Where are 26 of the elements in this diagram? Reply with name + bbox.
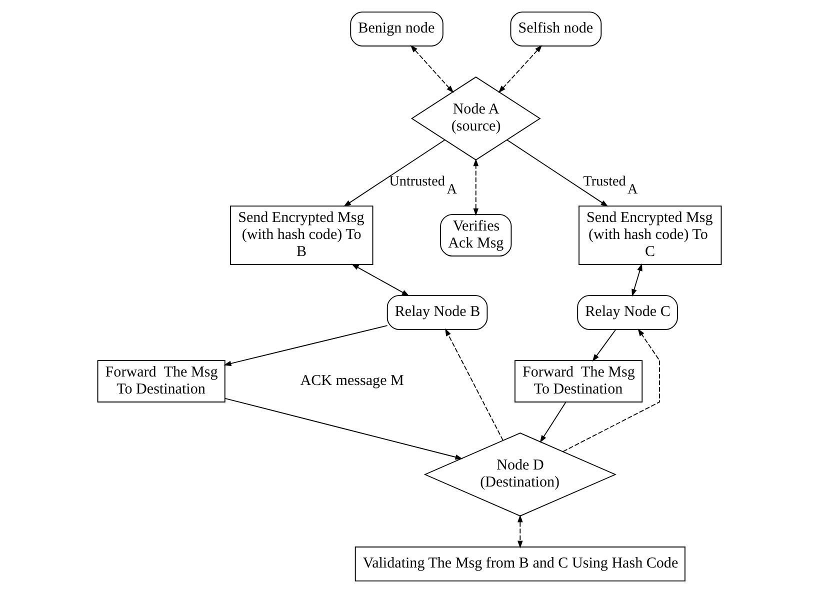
node-box: Verifies Ack Msg xyxy=(440,214,512,256)
node-box: Forward The Msg To Destination xyxy=(96,360,225,402)
node-box: Send Encrypted Msg (with hash code) To B xyxy=(230,206,373,265)
node-box: Forward The Msg To Destination xyxy=(514,360,642,402)
node-box: Send Encrypted Msg (with hash code) To C xyxy=(578,206,722,265)
node-box: Relay Node C xyxy=(576,295,678,330)
arrow xyxy=(350,264,409,296)
node-box: Relay Node B xyxy=(386,295,488,330)
label: ACK message M xyxy=(300,372,404,389)
arrow xyxy=(410,44,454,94)
arrow xyxy=(472,158,478,216)
arrow xyxy=(517,514,522,548)
arrow xyxy=(342,140,445,207)
arrow xyxy=(592,329,616,362)
arrow xyxy=(498,45,542,94)
arrow xyxy=(444,328,503,441)
node-diamond: Node A (source) xyxy=(410,76,540,160)
arrow xyxy=(506,140,608,207)
arrow xyxy=(562,328,660,452)
arrow xyxy=(631,263,642,297)
arrow xyxy=(224,398,462,460)
node-box: Selfish node xyxy=(510,12,602,46)
arrow xyxy=(539,402,566,443)
node-box: Benign node xyxy=(350,12,443,46)
node-box: Validating The Msg from B and C Using Hash Code xyxy=(354,546,685,582)
arrow xyxy=(223,325,388,366)
